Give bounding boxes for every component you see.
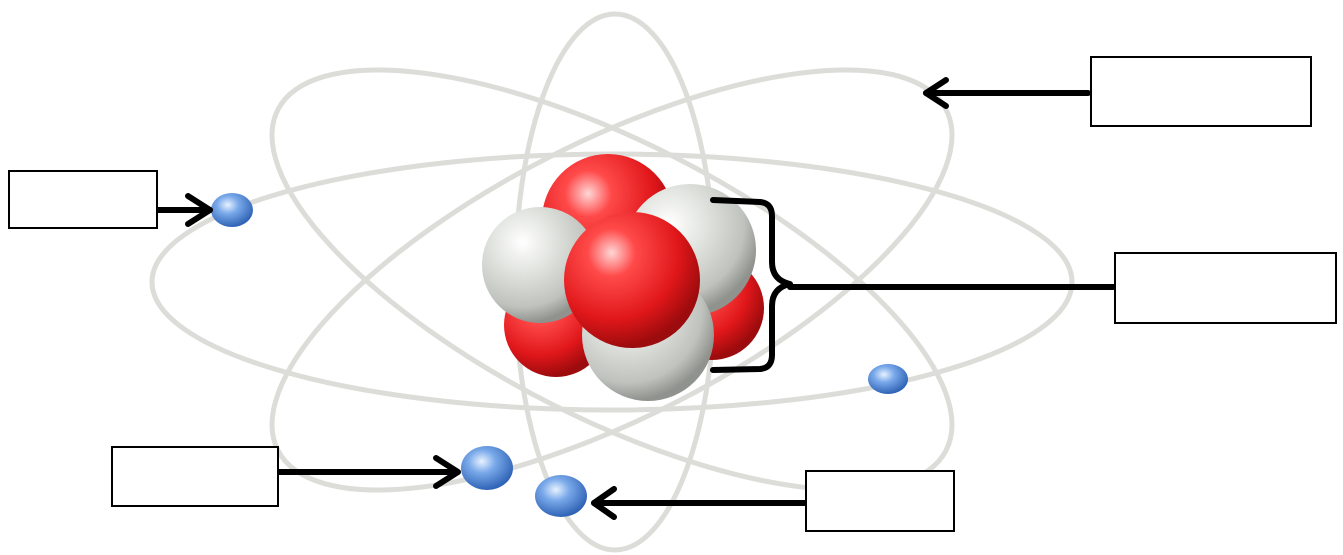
electron-bottom-right-label-box[interactable] [805, 470, 955, 532]
electron [868, 364, 908, 394]
orbit-horizontal [149, 151, 1075, 413]
orbits [149, 11, 1075, 553]
nucleus [482, 154, 764, 401]
electron-bottom-left-arrowhead [433, 455, 461, 489]
electron-left-label-box[interactable] [8, 170, 158, 229]
electron [461, 446, 513, 490]
orbit-label-box[interactable] [1090, 56, 1312, 127]
electron-bottom-left-label-box[interactable] [111, 446, 279, 507]
nucleus-label-box[interactable] [1114, 252, 1337, 324]
pointers [155, 77, 1117, 520]
orbit-tilted-right [269, 67, 955, 493]
proton [564, 212, 700, 348]
orbit-arrowhead [923, 77, 949, 109]
electron [211, 193, 253, 227]
electron-bottom-right-arrowhead [591, 486, 617, 520]
electron-left-arrowhead [185, 193, 213, 227]
electron [535, 475, 587, 517]
electrons [211, 193, 908, 517]
